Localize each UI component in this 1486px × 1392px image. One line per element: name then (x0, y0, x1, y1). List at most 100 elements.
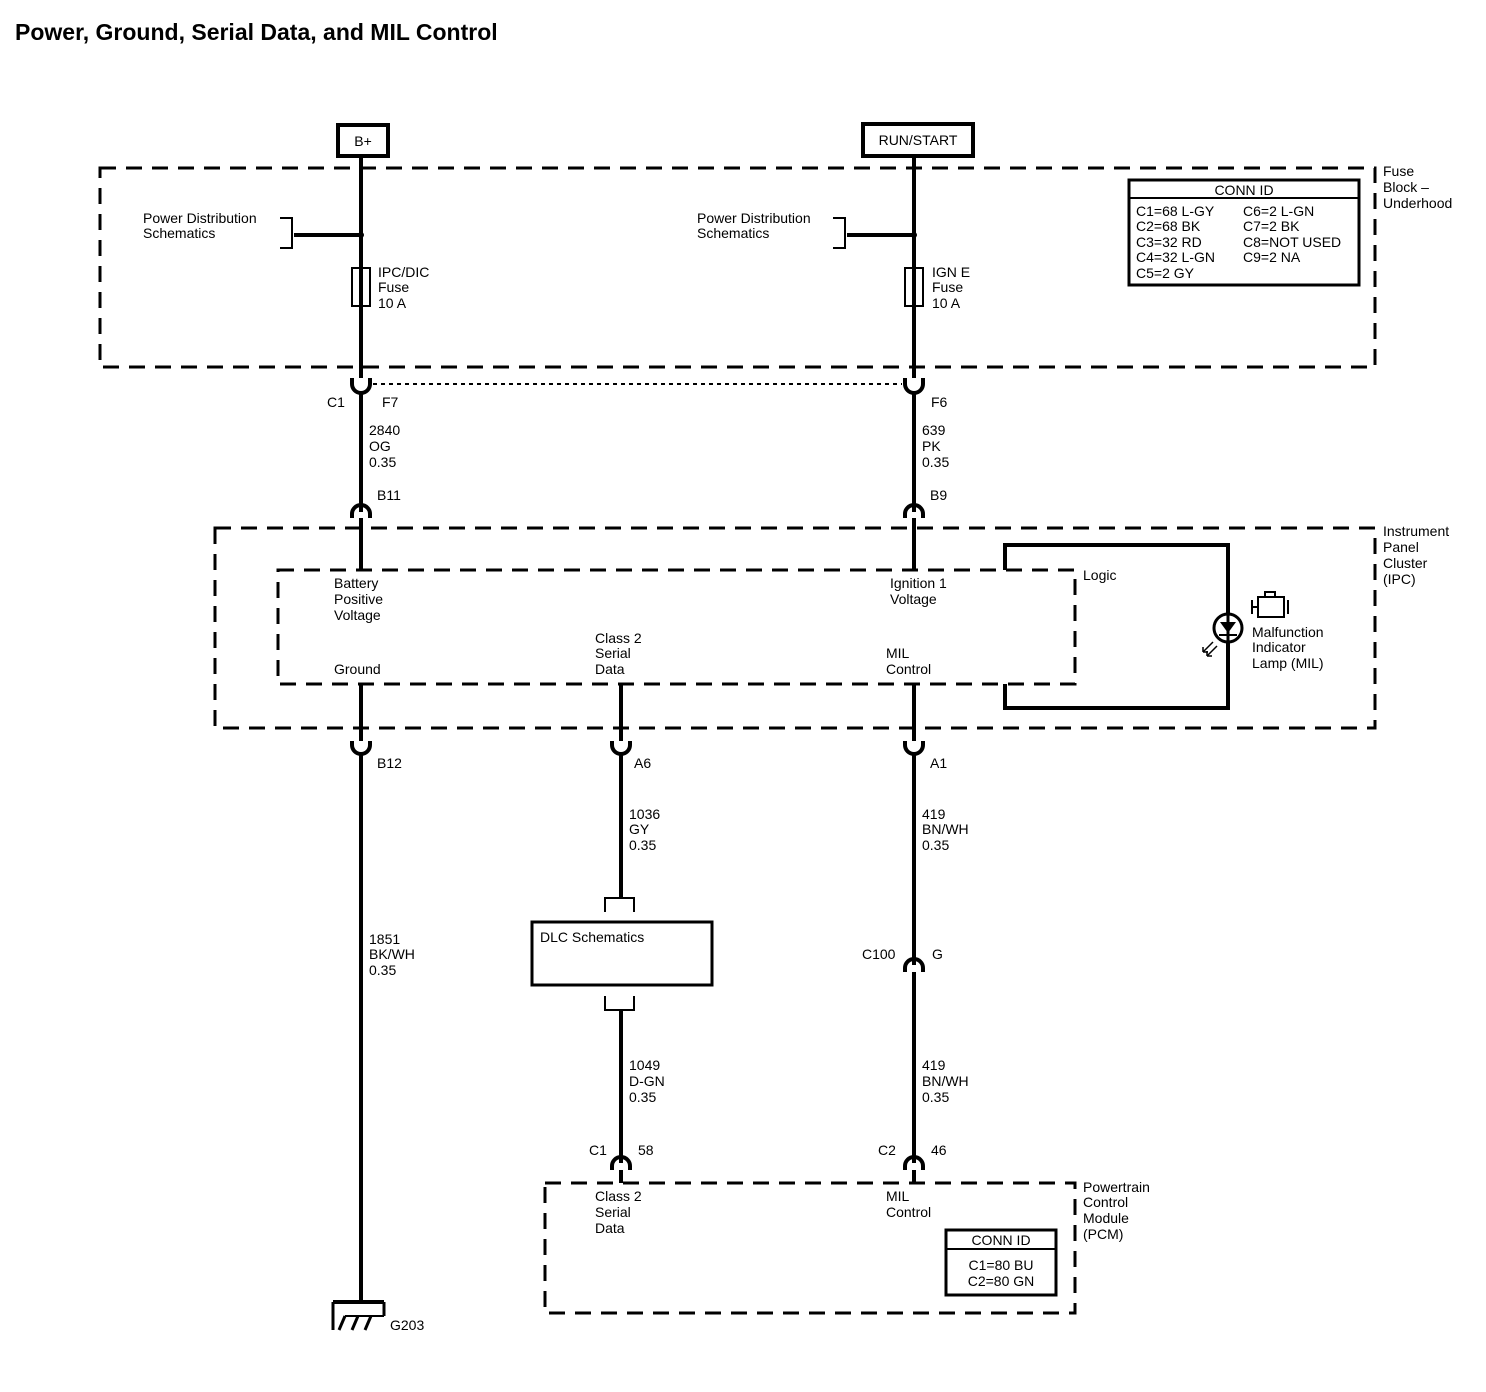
connector-b12 (350, 741, 372, 756)
wire-1851-num: 1851 (369, 931, 400, 947)
ipc-label-2: Panel (1383, 539, 1419, 555)
conn-b11-label: B11 (377, 487, 401, 503)
ground-g203-label: G203 (390, 1317, 424, 1333)
fuse-conn-c8: C8=NOT USED (1243, 234, 1341, 250)
wire-639-num: 639 (922, 422, 946, 438)
fuse-left-2: Fuse (378, 279, 409, 295)
fuse-conn-c1: C1=68 L-GY (1136, 203, 1215, 219)
power-dist-right-bracket (833, 217, 846, 249)
ipc-mil-control-2: Control (886, 661, 931, 677)
conn-pin46-label: 46 (931, 1142, 947, 1158)
pcm-boundary (543, 1181, 1077, 1315)
connector-c100-g (903, 957, 925, 972)
ipc-class2-2: Serial (595, 645, 631, 661)
conn-a6-label: A6 (634, 755, 651, 771)
fuse-conn-c9: C9=2 NA (1243, 249, 1301, 265)
connector-a1 (903, 741, 925, 756)
wire-419b-num: 419 (922, 1057, 946, 1073)
engine-icon (1251, 591, 1289, 618)
wire-419b-color: BN/WH (922, 1073, 969, 1089)
fuse-block-boundary (98, 166, 1377, 369)
wire-2840-num: 2840 (369, 422, 400, 438)
ipc-logic-boundary (276, 568, 1077, 686)
pcm-conn-c1: C1=80 BU (969, 1257, 1034, 1273)
wire-2840-color: OG (369, 438, 391, 454)
pcm-label-3: Module (1083, 1210, 1129, 1226)
pcm-conn-id-table: CONN ID C1=80 BU C2=80 GN (944, 1228, 1058, 1297)
ipc-label-4: (IPC) (1383, 571, 1416, 587)
wire-1851-size: 0.35 (369, 962, 396, 978)
fuse-conn-c5: C5=2 GY (1136, 265, 1195, 281)
ignition-voltage-1: Ignition 1 (890, 575, 947, 591)
connector-b9 (903, 503, 925, 518)
connector-b11 (350, 503, 372, 518)
mil-lamp-label-3: Lamp (MIL) (1252, 655, 1324, 671)
fuse-conn-c4: C4=32 L-GN (1136, 249, 1215, 265)
power-dist-left-bracket (280, 217, 293, 249)
ipc-label-1: Instrument (1383, 523, 1449, 539)
fuse-block-conn-id-table: CONN ID C1=68 L-GY C2=68 BK C3=32 RD C4=… (1127, 178, 1361, 287)
fuse-right-3: 10 A (932, 295, 961, 311)
wire-639-color: PK (922, 438, 941, 454)
ipc-class2-3: Data (595, 661, 625, 677)
conn-c1-label: C1 (327, 394, 345, 410)
connector-f6 (903, 378, 925, 395)
conn-a1-label: A1 (930, 755, 947, 771)
pcm-mil-control-1: MIL (886, 1188, 910, 1204)
mil-supply-wire (1003, 543, 1230, 613)
pcm-label-4: (PCM) (1083, 1226, 1123, 1242)
dlc-bottom-bracket (604, 996, 635, 1011)
fuse-right-1: IGN E (932, 264, 970, 280)
pcm-conn-c2: C2=80 GN (968, 1273, 1035, 1289)
mil-return-wire (1003, 642, 1230, 710)
fuse-conn-c6: C6=2 L-GN (1243, 203, 1314, 219)
pcm-class2-1: Class 2 (595, 1188, 642, 1204)
wire-419b-size: 0.35 (922, 1089, 949, 1105)
fuse-right-2: Fuse (932, 279, 963, 295)
battery-voltage-1: Battery (334, 575, 378, 591)
fuse-left-1: IPC/DIC (378, 264, 429, 280)
fuse-conn-c3: C3=32 RD (1136, 234, 1202, 250)
b-plus-label: B+ (354, 133, 372, 149)
dlc-schematics-box (530, 920, 714, 987)
wire-1049-size: 0.35 (629, 1089, 656, 1105)
conn-g-label: G (932, 946, 943, 962)
power-dist-left-2: Schematics (143, 225, 215, 241)
wire-1049-color: D-GN (629, 1073, 665, 1089)
conn-f7-label: F7 (382, 394, 399, 410)
dlc-top-bracket (604, 897, 635, 912)
ipc-class2-1: Class 2 (595, 630, 642, 646)
pcm-class2-2: Serial (595, 1204, 631, 1220)
fuse-conn-c7: C7=2 BK (1243, 218, 1300, 234)
fuse-block-label-2: Block – (1383, 179, 1429, 195)
fuse-conn-c2: C2=68 BK (1136, 218, 1201, 234)
power-dist-right-2: Schematics (697, 225, 769, 241)
pcm-label-1: Powertrain (1083, 1179, 1150, 1195)
power-dist-right-1: Power Distribution (697, 210, 811, 226)
wire-419a-color: BN/WH (922, 821, 969, 837)
splice-right (911, 232, 917, 238)
power-dist-left-1: Power Distribution (143, 210, 257, 226)
wire-1049-num: 1049 (629, 1057, 660, 1073)
wire-2840-size: 0.35 (369, 454, 396, 470)
light-emission-icon (1202, 641, 1218, 657)
ipc-logic-label: Logic (1083, 567, 1116, 583)
connector-f7 (350, 378, 372, 395)
fuse-conn-id-header: CONN ID (1214, 182, 1273, 198)
splice-left (358, 232, 364, 238)
connector-pcm-c1-58 (610, 1155, 632, 1170)
conn-b9-label: B9 (930, 487, 947, 503)
wire-419a-size: 0.35 (922, 837, 949, 853)
page-title: Power, Ground, Serial Data, and MIL Cont… (15, 19, 498, 45)
wire-419a-num: 419 (922, 806, 946, 822)
dlc-schematics-label: DLC Schematics (540, 929, 644, 945)
fuse-left-3: 10 A (378, 295, 407, 311)
pcm-conn-id-header: CONN ID (971, 1232, 1030, 1248)
mil-lamp-led (1212, 612, 1244, 644)
b-plus-source: B+ (336, 123, 390, 158)
ipc-label-3: Cluster (1383, 555, 1428, 571)
run-start-source: RUN/START (861, 122, 975, 158)
conn-pcm-c1-label: C1 (589, 1142, 607, 1158)
fuse-block-label-1: Fuse (1383, 163, 1414, 179)
